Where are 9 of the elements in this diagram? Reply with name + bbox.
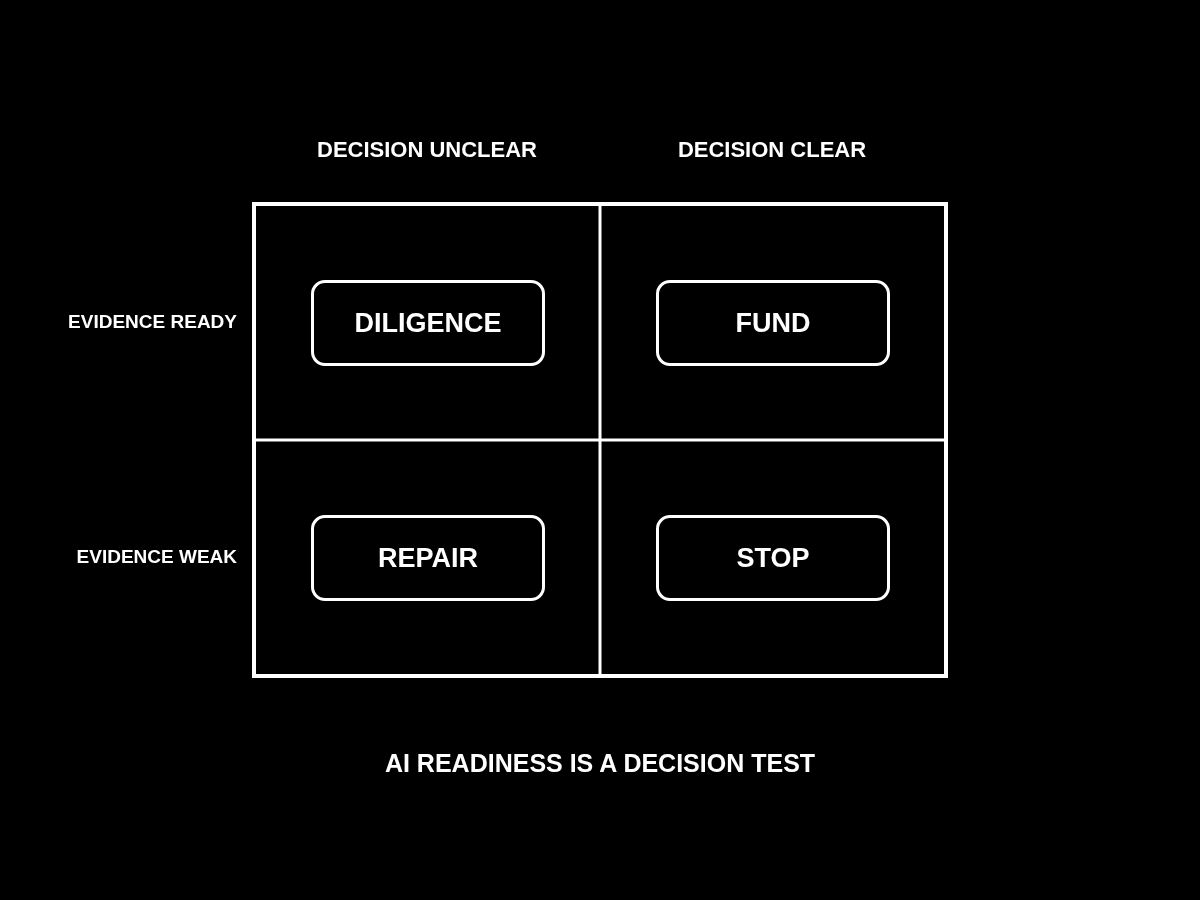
quadrant-box: FUND xyxy=(656,280,890,366)
quadrant-box: DILIGENCE xyxy=(311,280,545,366)
column-heading: DECISION UNCLEAR xyxy=(317,136,537,163)
row-heading: EVIDENCE READY xyxy=(68,310,237,333)
quadrant-box: STOP xyxy=(656,515,890,601)
quadrant-box: REPAIR xyxy=(311,515,545,601)
caption: AI READINESS IS A DECISION TEST xyxy=(384,749,816,778)
column-heading: DECISION CLEAR xyxy=(677,136,867,163)
row-heading: EVIDENCE WEAK xyxy=(76,545,237,568)
